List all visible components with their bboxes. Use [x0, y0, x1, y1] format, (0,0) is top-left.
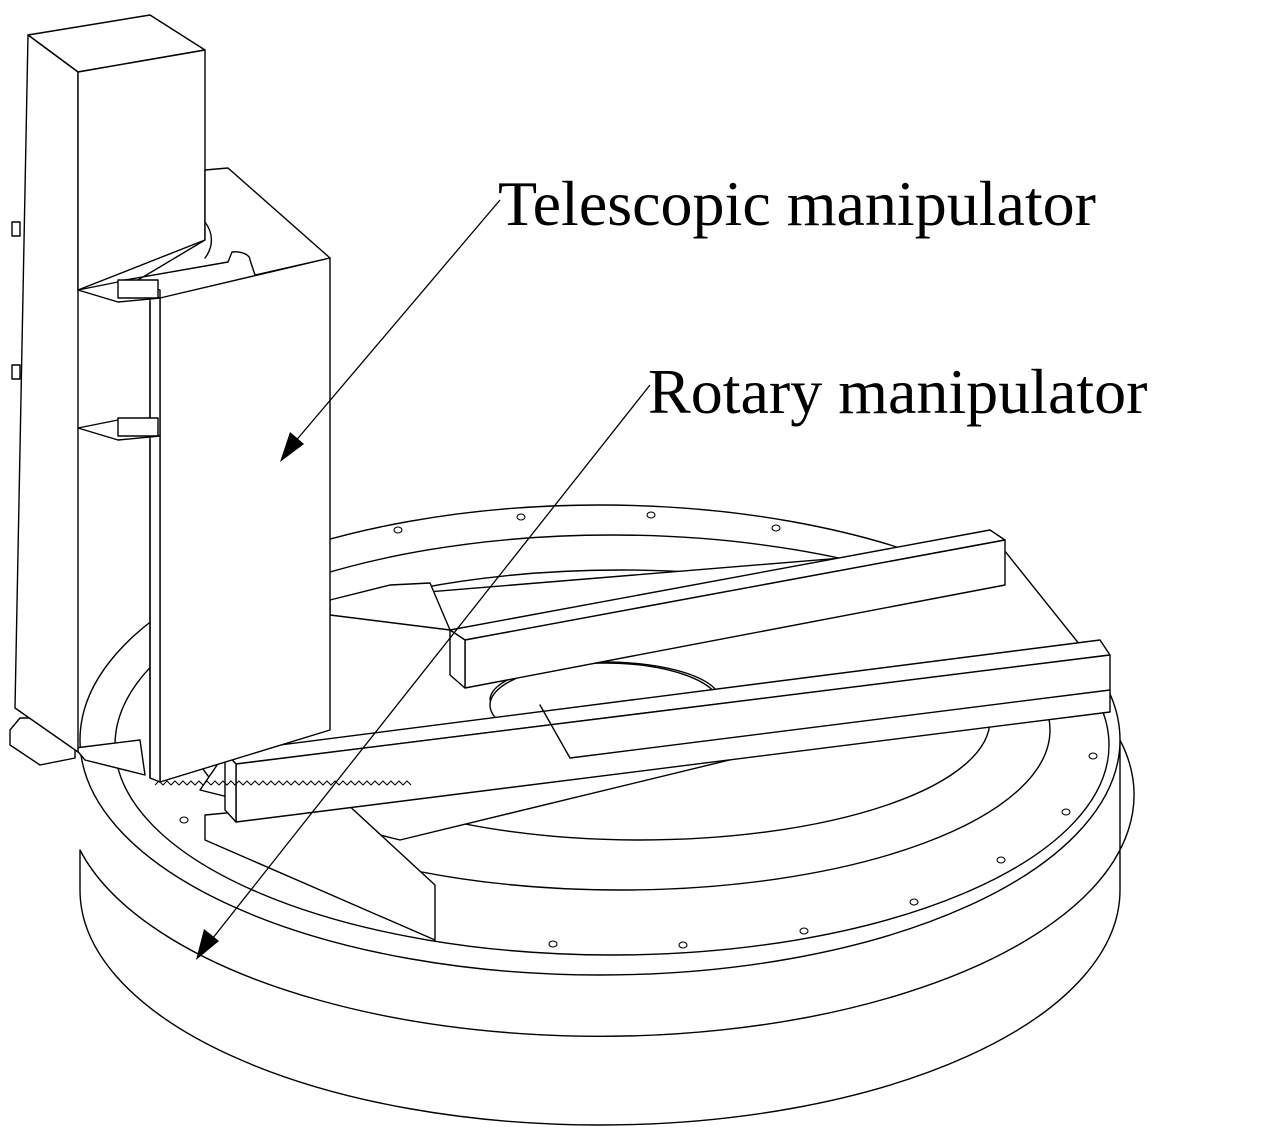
column-foot-plate — [74, 739, 146, 776]
slide-assembly — [154, 529, 1111, 941]
telescopic-column — [9, 14, 331, 783]
annotations: Telescopic manipulator Rotary manipulato… — [196, 168, 1147, 960]
center-bore-inner — [489, 661, 721, 701]
side-tab — [11, 364, 21, 380]
guide-step-lower-block — [117, 417, 159, 437]
bolt-hole — [548, 940, 558, 948]
bolt-hole — [996, 856, 1006, 864]
bolt-hole — [1061, 808, 1071, 816]
top-bracket-cutout — [204, 221, 213, 259]
inner-column-side-face — [149, 297, 161, 783]
telescopic-arrowhead — [280, 432, 304, 462]
bolt-hole — [516, 513, 526, 521]
rotary-leader — [204, 384, 651, 949]
side-tab — [11, 221, 21, 237]
bolt-hole — [179, 816, 189, 824]
top-bracket-plate — [117, 167, 331, 293]
bolt-hole — [799, 927, 809, 935]
rack-teeth — [154, 780, 412, 786]
front-rail-step — [539, 689, 1111, 759]
outer-column-left-face — [14, 34, 79, 753]
front-rail-side — [224, 751, 237, 823]
rotary-label: Rotary manipulator — [648, 356, 1147, 427]
bolt-hole — [646, 511, 656, 519]
bolt-hole — [1088, 752, 1098, 760]
bolt-hole — [771, 524, 781, 532]
telescopic-leader — [287, 199, 501, 451]
rotary-arrowhead — [196, 929, 219, 960]
rear-rail-side — [449, 629, 466, 689]
bolt-hole — [678, 941, 688, 949]
telescopic-label: Telescopic manipulator — [498, 168, 1096, 239]
bolt-hole — [393, 526, 403, 534]
inner-column-front-face — [159, 257, 331, 783]
bolt-hole — [909, 898, 919, 906]
guide-step-upper-block — [117, 279, 159, 299]
